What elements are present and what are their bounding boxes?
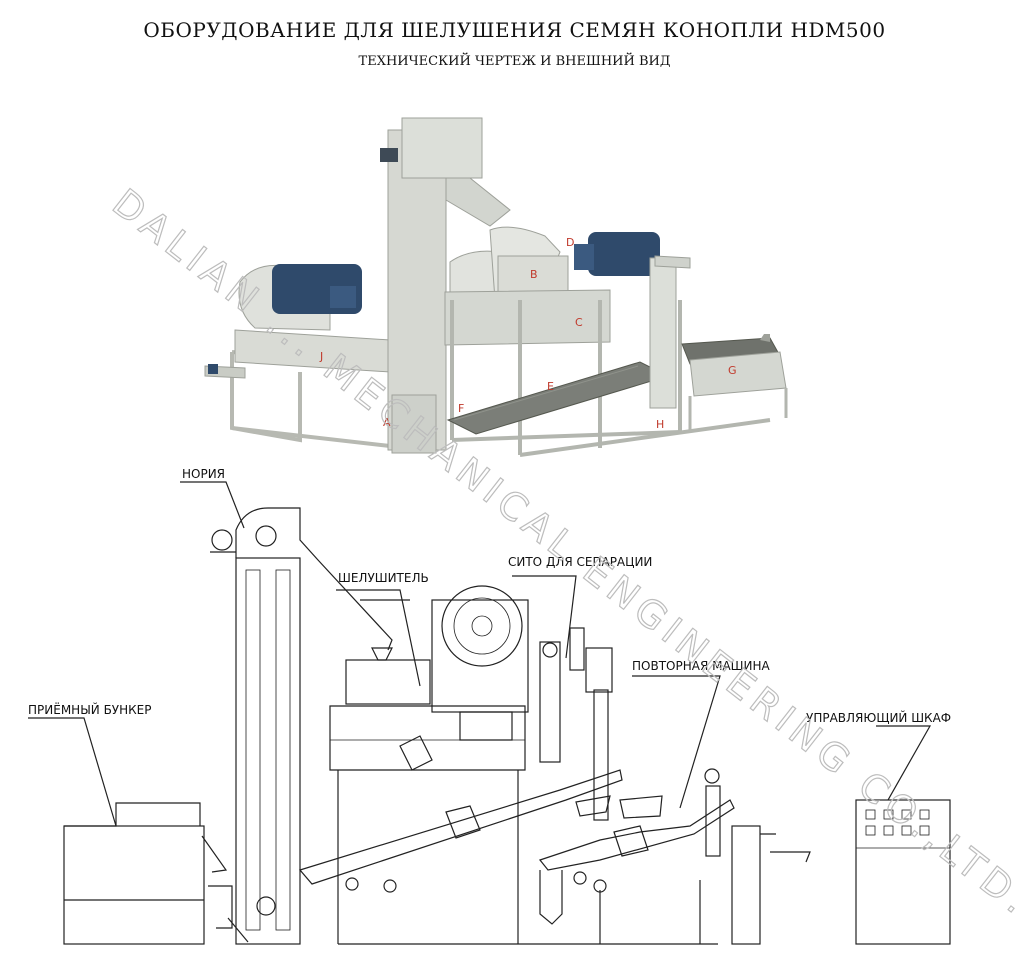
leader-sieve (512, 575, 577, 659)
page-title: ОБОРУДОВАНИЕ ДЛЯ ШЕЛУШЕНИЯ СЕМЯН КОНОПЛИ… (143, 18, 886, 42)
leader-hopper (28, 717, 117, 827)
photo-tag-e: E (547, 380, 554, 393)
control-cabinet-drawing (855, 799, 951, 945)
separation-sieve-drawing (538, 627, 735, 925)
photo-tag-c: C (575, 316, 583, 329)
leader-cabinet (876, 725, 932, 801)
leader-huller (336, 589, 421, 687)
label-repeat-machine: ПОВТОРНАЯ МАШИНА (632, 659, 770, 673)
receiving-hopper-drawing (63, 802, 233, 945)
photo-tag-f: F (458, 402, 464, 415)
photo-tag-d: D (566, 236, 574, 249)
photo-tag-j: J (319, 350, 323, 363)
photo-tag-b: B (530, 268, 538, 281)
page-subtitle: ТЕХНИЧЕСКИЙ ЧЕРТЕЖ И ВНЕШНИЙ ВИД (358, 54, 671, 69)
label-separation-sieve: СИТО ДЛЯ СЕПАРАЦИИ (508, 555, 652, 569)
photo-tag-a: A (383, 416, 391, 429)
photo-tag-h: H (656, 418, 664, 431)
leader-elevator (180, 481, 245, 529)
label-control-cabinet: УПРАВЛЯЮЩИЙ ШКАФ (806, 710, 951, 725)
machine-photo: A B C D E F G H J (204, 117, 788, 457)
label-elevator: НОРИЯ (182, 467, 225, 481)
leader-repeat (632, 675, 721, 809)
technical-drawing: НОРИЯ ШЕЛУШИТЕЛЬ СИТО ДЛЯ СЕПАРАЦИИ ПОВТ… (28, 467, 951, 945)
label-receiving-hopper: ПРИЁМНЫЙ БУНКЕР (28, 702, 151, 717)
label-huller: ШЕЛУШИТЕЛЬ (338, 571, 429, 585)
photo-tag-g: G (728, 364, 737, 377)
elevator-drawing (210, 507, 393, 945)
huller-drawing (298, 585, 718, 945)
repeat-machine-drawing (573, 768, 811, 945)
